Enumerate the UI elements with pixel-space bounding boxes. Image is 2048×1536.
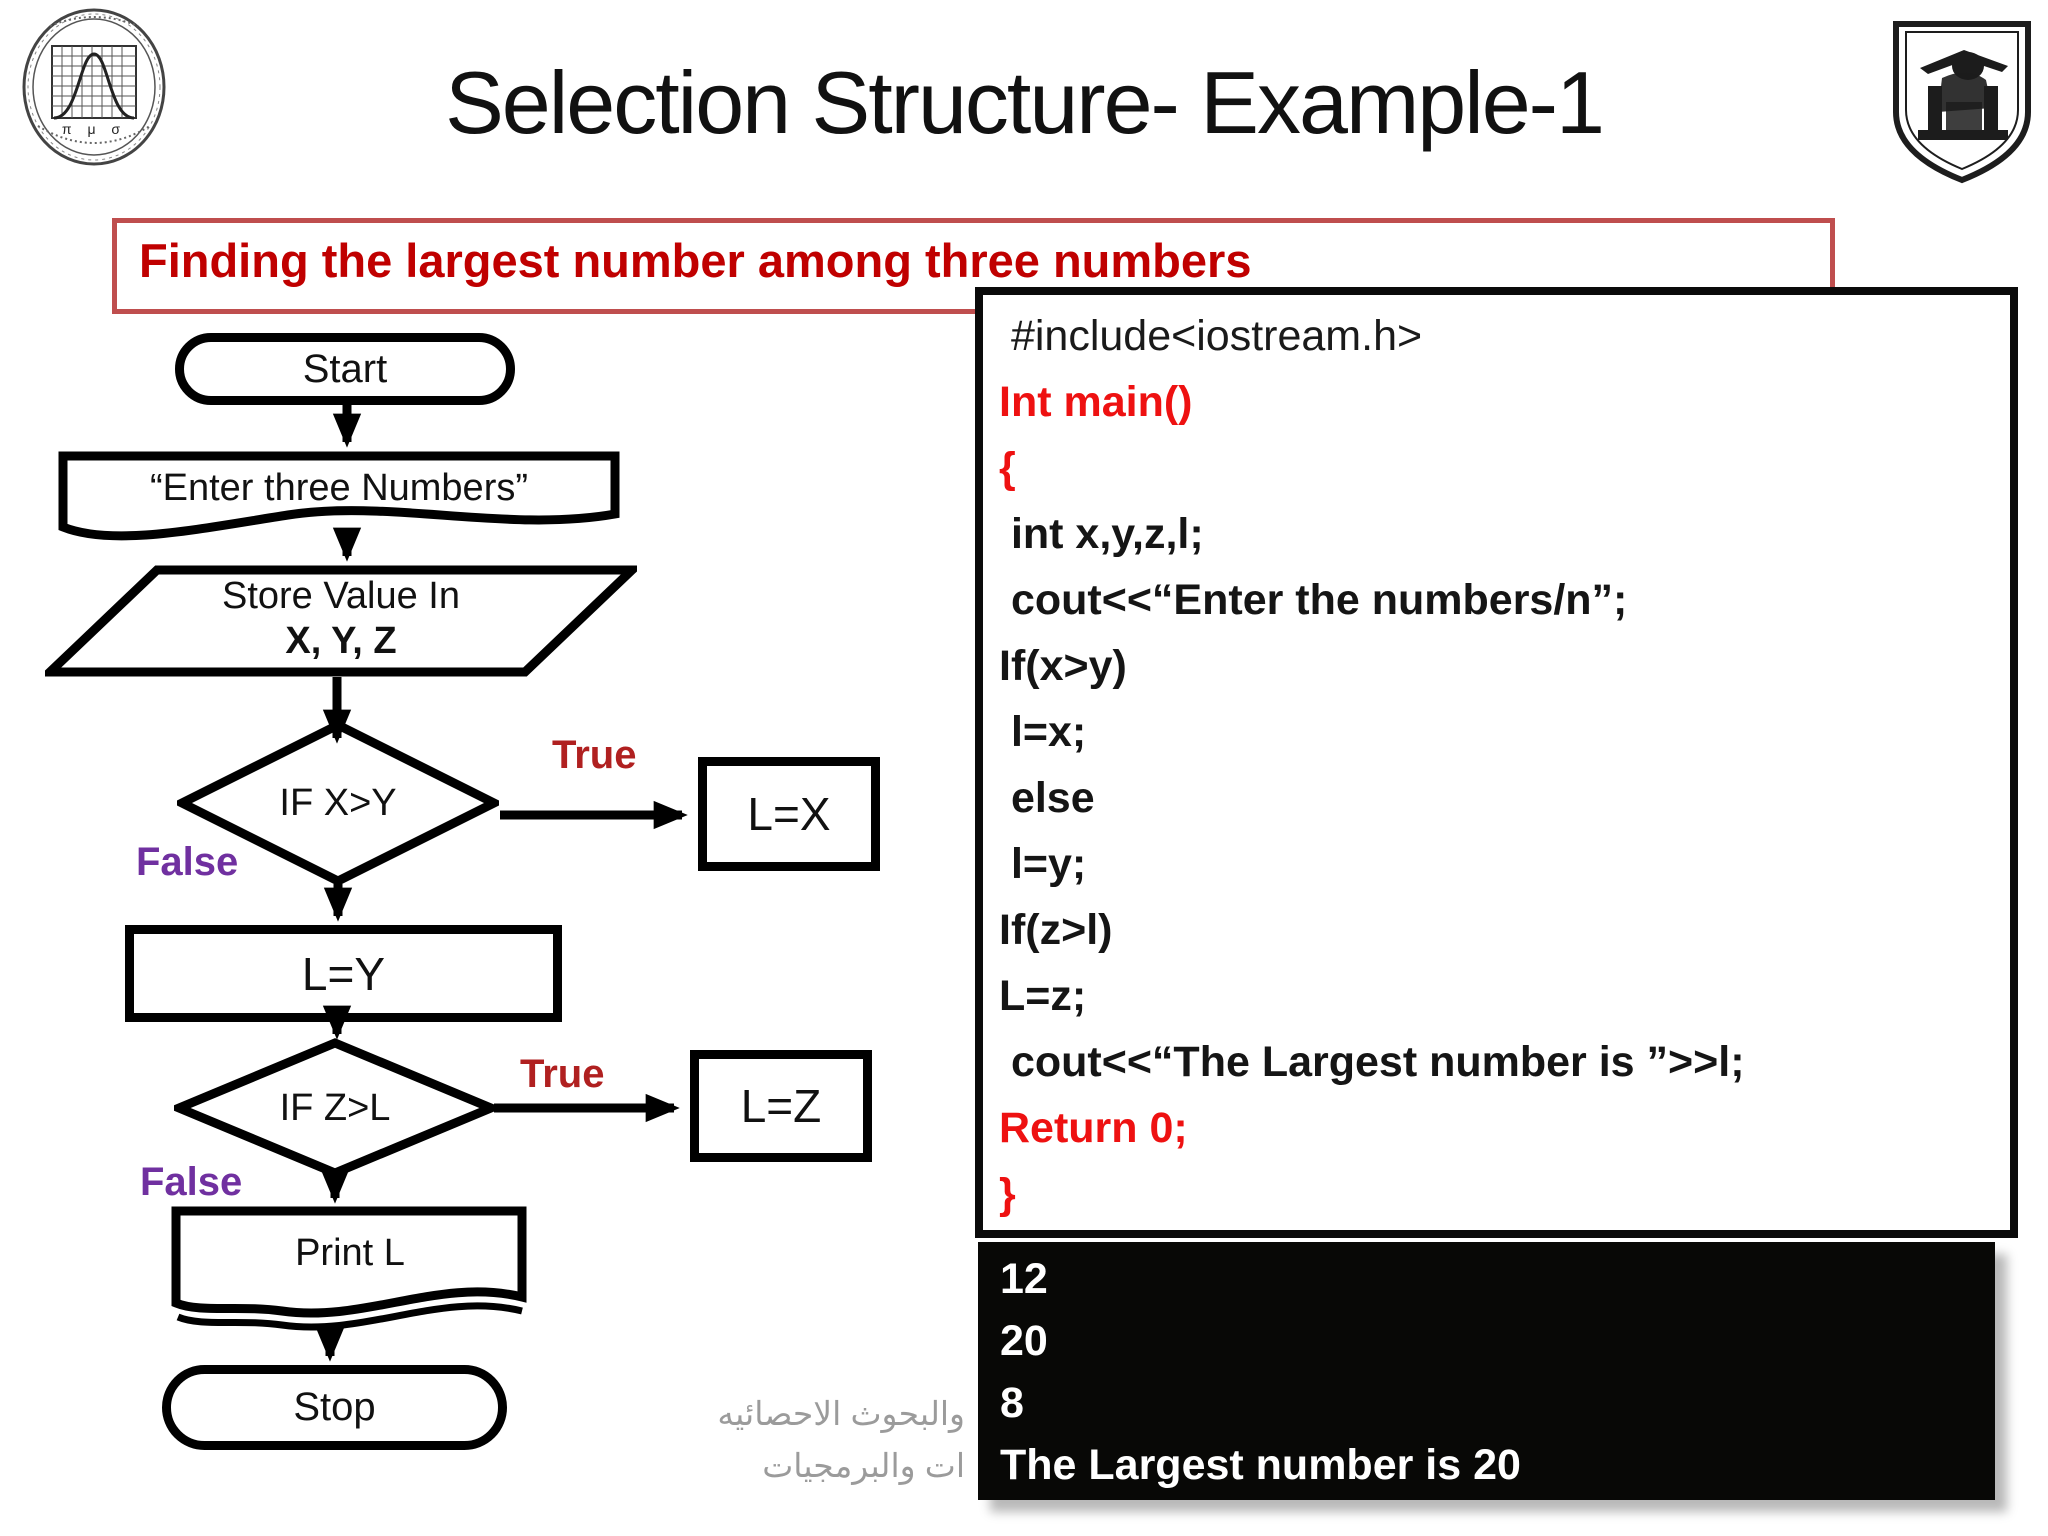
code-line: else: [999, 774, 1095, 822]
flowchart-store-label-line2: X, Y, Z: [285, 619, 397, 662]
flowchart-if2-label: IF Z>L: [279, 1086, 391, 1129]
console-line: 8: [1000, 1379, 1024, 1427]
footer-arabic-line1: والبحوث الاحصائيه: [717, 1395, 965, 1432]
code-line: If(x>y): [999, 642, 1127, 690]
code-line: #include<iostream.h>: [999, 312, 1423, 360]
code-line: If(z>l): [999, 906, 1113, 954]
flowchart-enter-label: “Enter three Numbers”: [149, 466, 528, 509]
code-line: cout<<“Enter the numbers/n”;: [999, 576, 1628, 624]
code-line: Return 0;: [999, 1104, 1188, 1152]
code-line: {: [999, 444, 1016, 492]
code-line: }: [999, 1170, 1016, 1218]
flowchart-stop-label: Stop: [293, 1385, 376, 1429]
university-shield-crest-logo: [1893, 21, 2031, 184]
code-line: cout<<“The Largest number is ”>>l;: [999, 1038, 1745, 1086]
code-line: l=x;: [999, 708, 1087, 756]
flowchart-false2-label: False: [140, 1160, 243, 1204]
flowchart-start-label: Start: [302, 346, 388, 391]
flowchart-if1-shape: [177, 720, 499, 886]
code-line: l=y;: [999, 840, 1087, 888]
flowchart-assign-x-node: [698, 757, 880, 871]
flowchart-enter-shape: [58, 451, 620, 541]
flowchart-store-shape: [45, 565, 637, 677]
footer-arabic-line2: ات والبرمجيات: [762, 1447, 965, 1484]
flowchart-assign-x-label: L=X: [747, 788, 831, 840]
flowchart-false1-label: False: [136, 840, 239, 884]
console-line: 12: [1000, 1255, 1048, 1303]
code-line: Int main(): [999, 378, 1193, 426]
flowchart-true2-label: True: [520, 1052, 605, 1096]
code-line: L=z;: [999, 972, 1087, 1020]
footer-arabic-text: والبحوث الاحصائيه ات والبرمجيات: [540, 1388, 965, 1492]
page-title: Selection Structure- Example-1: [445, 53, 1605, 152]
console-line: The Largest number is 20: [1000, 1441, 1521, 1489]
flowchart-store-label-line1: Store Value In: [221, 574, 460, 617]
svg-text:π μ σ: π μ σ: [62, 121, 126, 137]
console-output-panel: 12 20 8 The Largest number is 20: [978, 1242, 1995, 1500]
statistics-institute-seal-logo: π μ σ: [22, 8, 166, 166]
subtitle-box: Finding the largest number among three n…: [112, 218, 1835, 314]
flowchart-assign-z-node: [690, 1050, 872, 1162]
subtitle-text: Finding the largest number among three n…: [139, 234, 1252, 287]
flowchart-stop-node: [162, 1365, 507, 1450]
console-line: 20: [1000, 1317, 1048, 1365]
code-panel: #include<iostream.h> Int main() { int x,…: [975, 287, 2018, 1238]
flowchart-assign-z-label: L=Z: [740, 1080, 822, 1132]
flowchart-true1-label: True: [552, 733, 637, 777]
flowchart-print-label: Print L: [295, 1231, 405, 1274]
flowchart-start-node: [175, 333, 515, 405]
flowchart-print-shape: [171, 1206, 527, 1331]
flowchart-assign-y-label: L=Y: [301, 947, 386, 1000]
code-line: int x,y,z,l;: [999, 510, 1204, 558]
flowchart-if1-label: IF X>Y: [279, 781, 397, 824]
